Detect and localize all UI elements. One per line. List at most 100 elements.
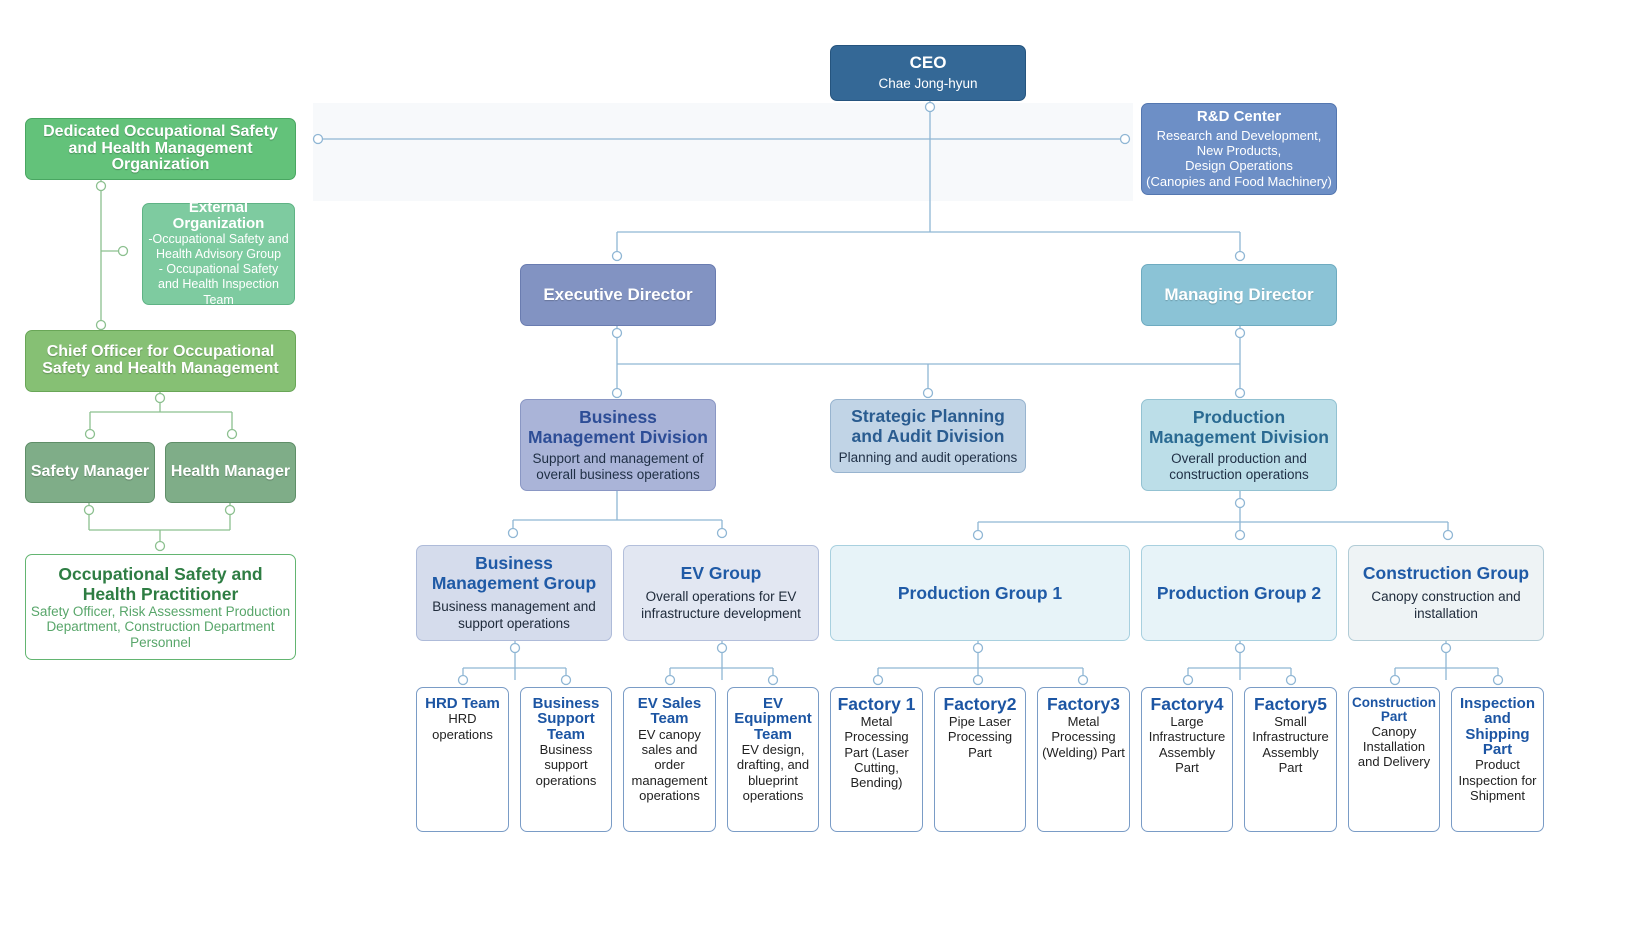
connector-node [224,504,236,516]
connector-node [1234,529,1246,541]
practitioner-desc: Safety Officer, Risk Assessment Producti… [30,603,291,650]
practitioner-title: Occupational Safety and Health Practitio… [58,563,263,604]
connector-band [313,103,1133,201]
business-support-team-box[interactable]: Business Support Team Business support o… [520,687,612,832]
division-title: Business Management Division [528,406,708,447]
division-desc: Support and management of overall busine… [532,450,704,483]
division-desc: Overall production and construction oper… [1169,450,1309,483]
connector-node [872,674,884,686]
external-organization-line: -Occupational Safety and Health Advisory… [148,231,289,261]
production-group-2-box[interactable]: Production Group 2 [1141,545,1337,641]
connector-node [716,527,728,539]
factory-1-box[interactable]: Factory 1 Metal Processing Part (Laser C… [830,687,923,832]
factory-3-box[interactable]: Factory3 Metal Processing (Welding) Part [1037,687,1130,832]
team-title: EV Sales Team [637,695,702,728]
connector-node [1440,642,1452,654]
team-title: Inspection and Shipping Part [1459,695,1535,758]
team-title: Construction Part [1352,695,1436,724]
team-desc: EV canopy sales and order management ope… [631,726,708,803]
team-desc: Small Infrastructure Assembly Part [1252,713,1329,775]
connector-node [611,387,623,399]
managing-director-title: Managing Director [1164,285,1314,305]
division-title: Strategic Planning and Audit Division [851,405,1005,446]
safety-manager-box[interactable]: Safety Manager [25,442,155,503]
business-management-division-box[interactable]: Business Management Division Support and… [520,399,716,491]
division-title: Production Management Division [1149,406,1329,447]
managing-director-box[interactable]: Managing Director [1141,264,1337,326]
group-title: EV Group [680,563,762,584]
ev-equipment-team-box[interactable]: EV Equipment Team EV design, drafting, a… [727,687,819,832]
practitioner-box[interactable]: Occupational Safety and Health Practitio… [25,554,296,660]
team-title: Factory2 [943,694,1017,714]
business-management-group-box[interactable]: Business Management Group Business manag… [416,545,612,641]
connector-node [972,529,984,541]
team-desc: Pipe Laser Processing Part [947,713,1013,760]
connector-node [1234,387,1246,399]
connector-node [1285,674,1297,686]
connector-node [117,245,129,257]
team-desc: EV design, drafting, and blueprint opera… [736,741,810,803]
ceo-box[interactable]: CEO Chae Jong-hyun [830,45,1026,101]
connector-node [1182,674,1194,686]
connector-node [226,428,238,440]
team-title: Factory4 [1150,694,1224,714]
health-manager-title: Health Manager [170,463,291,481]
factory-4-box[interactable]: Factory4 Large Infrastructure Assembly P… [1141,687,1233,832]
connector-node [664,674,676,686]
external-organization-title: External Organization [172,199,265,232]
safety-manager-title: Safety Manager [30,463,150,481]
inspection-shipping-part-box[interactable]: Inspection and Shipping Part Product Ins… [1451,687,1544,832]
dedicated-organization-title: Dedicated Occupational Safety and Health… [43,122,278,174]
ev-group-box[interactable]: EV Group Overall operations for EV infra… [623,545,819,641]
group-title: Production Group 2 [1156,582,1322,603]
construction-group-box[interactable]: Construction Group Canopy construction a… [1348,545,1544,641]
hrd-team-box[interactable]: HRD Team HRD operations [416,687,509,832]
production-management-division-box[interactable]: Production Management Division Overall p… [1141,399,1337,491]
strategic-planning-division-box[interactable]: Strategic Planning and Audit Division Pl… [830,399,1026,473]
health-manager-box[interactable]: Health Manager [165,442,296,503]
team-desc: Metal Processing Part (Laser Cutting, Be… [844,713,909,791]
connector-node [611,327,623,339]
team-desc: Large Infrastructure Assembly Part [1148,713,1226,775]
rd-center-box[interactable]: R&D Center Research and Development, New… [1141,103,1337,195]
group-title: Construction Group [1362,563,1530,584]
group-desc: Canopy construction and installation [1371,588,1521,622]
production-group-1-box[interactable]: Production Group 1 [830,545,1130,641]
connector-node [560,674,572,686]
rd-center-line: Design Operations [1185,158,1293,174]
connector-node [507,527,519,539]
connector-node [1442,529,1454,541]
connector-node [972,642,984,654]
chief-officer-box[interactable]: Chief Officer for Occupational Safety an… [25,330,296,392]
executive-director-box[interactable]: Executive Director [520,264,716,326]
team-title: Factory 1 [837,694,916,714]
connector-node [767,674,779,686]
external-organization-box[interactable]: External Organization -Occupational Safe… [142,199,295,307]
connector-node [95,319,107,331]
team-title: Factory3 [1047,694,1120,714]
ev-sales-team-box[interactable]: EV Sales Team EV canopy sales and order … [623,687,716,832]
group-title: Production Group 1 [897,582,1063,603]
construction-part-box[interactable]: Construction Part Canopy Installation an… [1348,687,1440,832]
team-title: Factory5 [1254,694,1327,714]
connector-node [312,133,324,145]
connector-node [972,674,984,686]
team-title: HRD Team [425,695,500,712]
factory-2-box[interactable]: Factory2 Pipe Laser Processing Part [934,687,1026,832]
rd-center-title: R&D Center [1196,107,1282,125]
factory-5-box[interactable]: Factory5 Small Infrastructure Assembly P… [1244,687,1337,832]
connector-node [509,642,521,654]
division-desc: Planning and audit operations [838,450,1018,466]
team-desc: Canopy Installation and Delivery [1357,723,1431,770]
rd-center-line: Research and Development, [1156,127,1322,143]
connector-node [1077,674,1089,686]
connector-node [154,540,166,552]
rd-center-line: (Canopies and Food Machinery) [1146,173,1332,189]
connector-node [716,642,728,654]
executive-director-title: Executive Director [543,285,693,305]
dedicated-organization-box[interactable]: Dedicated Occupational Safety and Health… [25,118,296,180]
ceo-name: Chae Jong-hyun [878,75,978,91]
ceo-title: CEO [909,52,947,72]
connector-node [154,392,166,404]
